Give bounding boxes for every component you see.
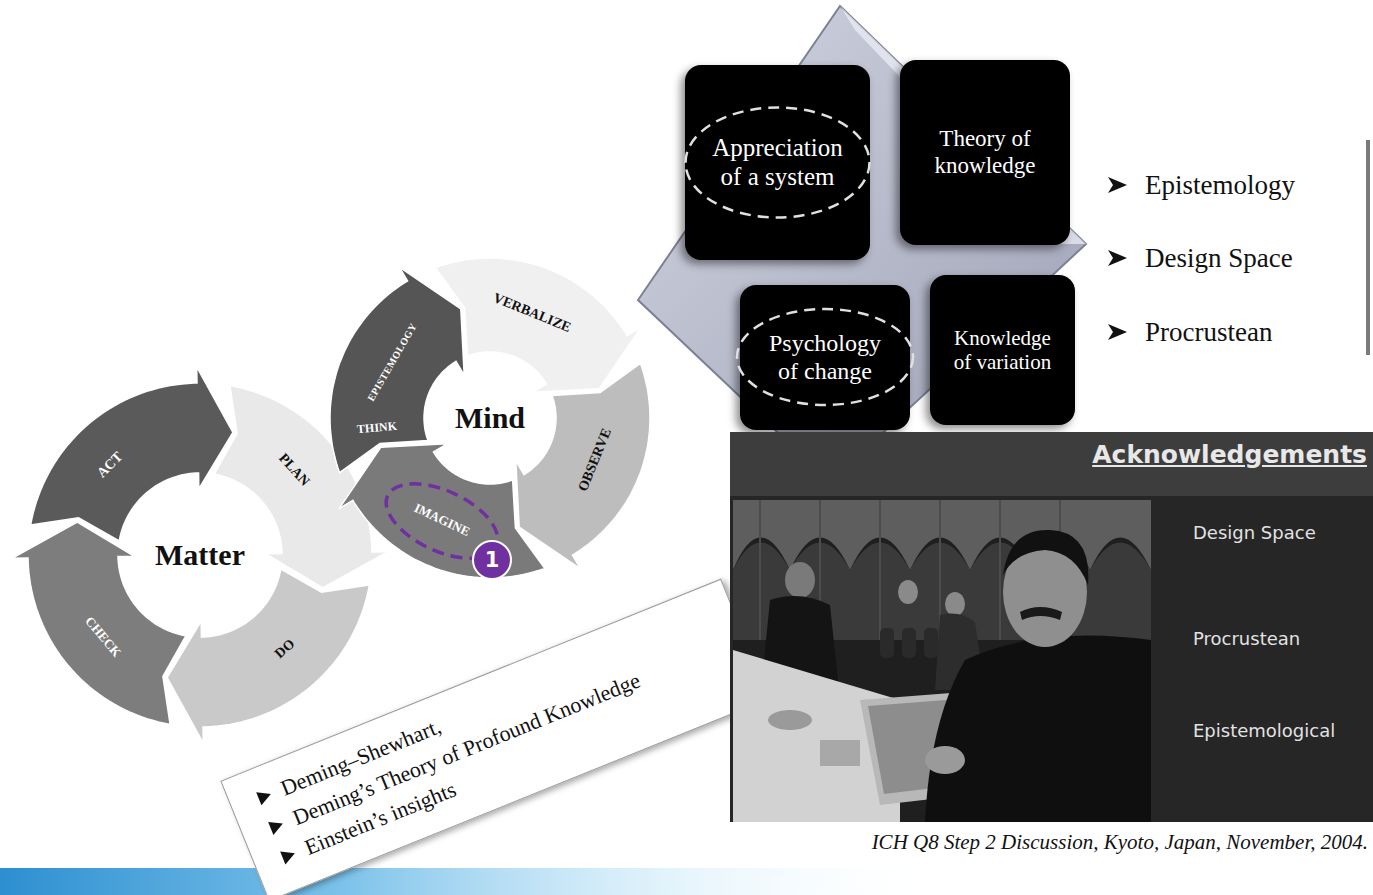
arrow-segment: VERBALIZE: [433, 256, 643, 395]
side-bar: [1366, 140, 1370, 355]
arrow-path: [31, 367, 233, 541]
arrow-path: [330, 267, 464, 473]
arrow-segment: ACT: [28, 365, 235, 543]
cross-bevel: [840, 6, 1086, 244]
panel-item: Procrustean: [1193, 628, 1300, 649]
arrow-path: [435, 258, 641, 392]
highlight-ellipse: [686, 108, 870, 218]
meeting-photo: [733, 500, 1151, 822]
highlight-ellipse: [737, 309, 913, 405]
knowledge-square: Psychology of change: [740, 285, 910, 430]
callout-number: 1: [472, 540, 512, 580]
square-text: Appreciation of a system: [703, 134, 852, 192]
arrow-path: [339, 444, 545, 578]
square-text: Psychology of change: [758, 330, 892, 385]
arrow-shape: [165, 567, 372, 745]
arrow-shape: [433, 256, 643, 395]
list-item: Epistemology: [1145, 170, 1295, 201]
knowledge-square: Theory of knowledge: [900, 60, 1070, 245]
bullet-marker: [256, 787, 273, 805]
panel-title: Acknowledgements: [1092, 440, 1367, 469]
caption: ICH Q8 Step 2 Discussion, Kyoto, Japan, …: [872, 830, 1368, 855]
arrow-shape: [513, 361, 652, 571]
list-bullets: [1108, 177, 1127, 340]
knowledge-cross: [638, 6, 1086, 482]
highlight-ellipse: [375, 468, 509, 573]
arrow-segment: OBSERVE: [513, 361, 652, 571]
knowledge-square: Knowledge of variation: [930, 275, 1075, 425]
bullet-marker: [268, 817, 285, 835]
bullet-text: Deming’s Theory of Profound Knowledge: [289, 668, 644, 832]
arrow-segment: IMAGINE: [337, 441, 547, 580]
panel-item: Epistemological: [1193, 720, 1335, 741]
square-text: Theory of knowledge: [918, 126, 1052, 179]
arrow-path: [167, 569, 369, 743]
list-item: Design Space: [1145, 243, 1293, 274]
cycle-center: Matter: [155, 538, 245, 572]
knowledge-square: Appreciation of a system: [685, 65, 870, 260]
bottom-band: [0, 868, 1373, 895]
list-item: Procrustean: [1145, 317, 1272, 348]
bullet-marker: [280, 847, 297, 865]
cycle-center: Mind: [455, 401, 525, 435]
acknowledgement-panel: AcknowledgementsDesign SpaceProcrusteanE…: [730, 432, 1373, 822]
arrow-path: [516, 363, 650, 569]
panel-item: Design Space: [1193, 522, 1316, 543]
square-text: Knowledge of variation: [948, 326, 1057, 374]
arrow-shape: [28, 365, 235, 543]
arrow-segment: DO: [165, 567, 372, 745]
